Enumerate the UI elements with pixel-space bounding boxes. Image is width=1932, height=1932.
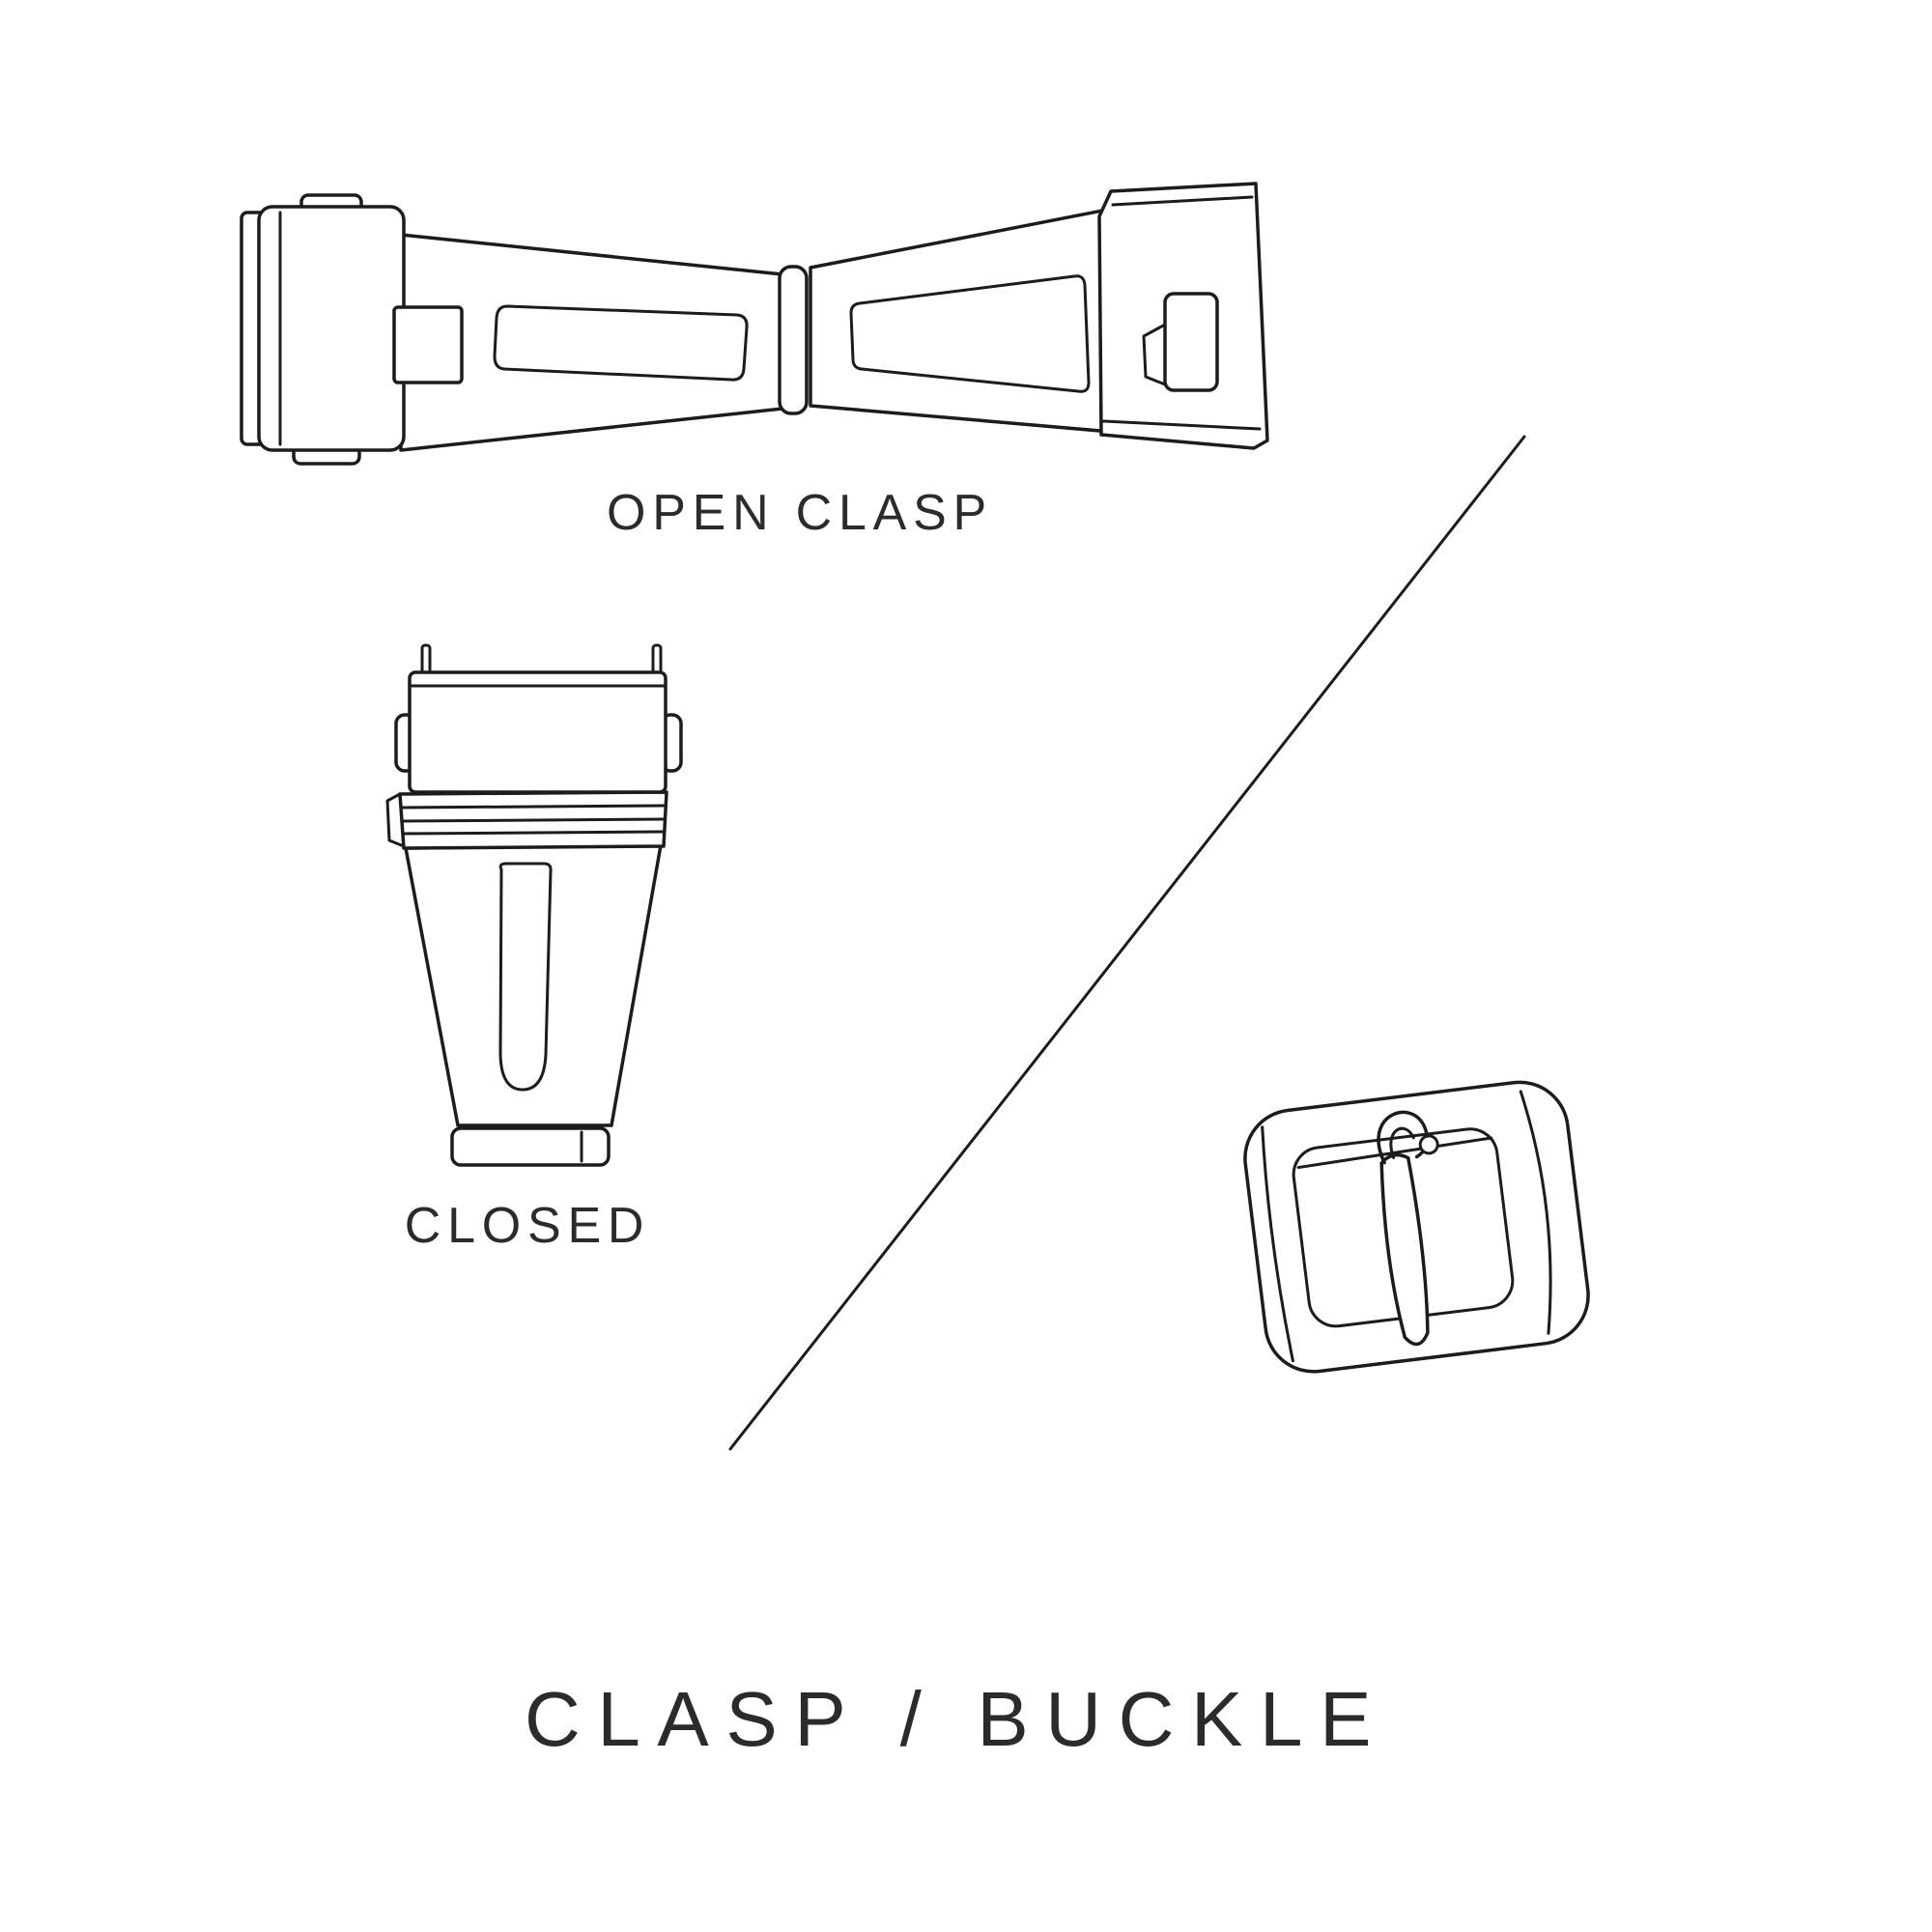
closed-clasp-illustration xyxy=(375,641,696,1175)
tang-buckle-drawing xyxy=(1243,1080,1590,1374)
diagonal-divider-line xyxy=(721,427,1534,1459)
closed-clasp-label: CLOSED xyxy=(404,1198,651,1254)
page-title: CLASP / BUCKLE xyxy=(524,1676,1389,1762)
open-clasp-illustration xyxy=(230,180,1279,481)
divider-line-drawing xyxy=(728,435,1526,1451)
open-clasp-label: OPEN CLASP xyxy=(607,485,993,541)
open-clasp-drawing xyxy=(240,182,1269,466)
tang-buckle-illustration xyxy=(1215,1051,1619,1395)
closed-clasp-drawing xyxy=(385,643,683,1167)
